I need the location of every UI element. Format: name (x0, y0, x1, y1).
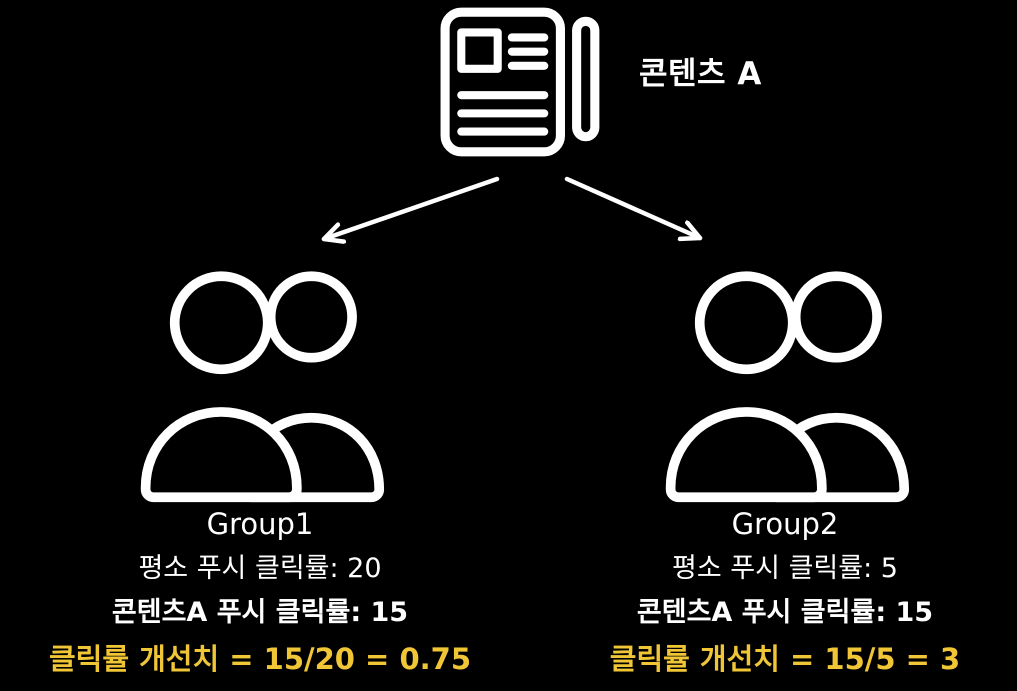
group-name: Group2 (731, 507, 839, 541)
group-name: Group1 (206, 507, 314, 541)
improvement-label: 클릭률 개선치 = 15/20 = 0.75 (48, 642, 471, 676)
content-label: 콘텐츠 A (639, 55, 762, 92)
users-icon (140, 271, 385, 503)
arrow-icon-to-group2 (564, 176, 703, 238)
content-node: 콘텐츠 A (437, 6, 762, 158)
content-ctr-label: 콘텐츠A 푸시 클릭률: 15 (111, 597, 409, 628)
group2-node: Group2 평소 푸시 클릭률: 5 콘텐츠A 푸시 클릭률: 15 클릭률 … (545, 253, 1017, 678)
group1-node: Group1 평소 푸시 클릭률: 20 콘텐츠A 푸시 클릭률: 15 클릭률… (20, 253, 500, 678)
improvement-label: 클릭률 개선치 = 15/5 = 3 (609, 642, 961, 676)
arrow-icon-to-group1 (321, 176, 500, 239)
baseline-ctr-label: 평소 푸시 클릭률: 5 (672, 553, 898, 584)
users-icon (665, 271, 910, 503)
baseline-ctr-label: 평소 푸시 클릭률: 20 (138, 553, 382, 584)
content-ctr-label: 콘텐츠A 푸시 클릭률: 15 (636, 597, 934, 628)
newspaper-icon (440, 7, 600, 157)
